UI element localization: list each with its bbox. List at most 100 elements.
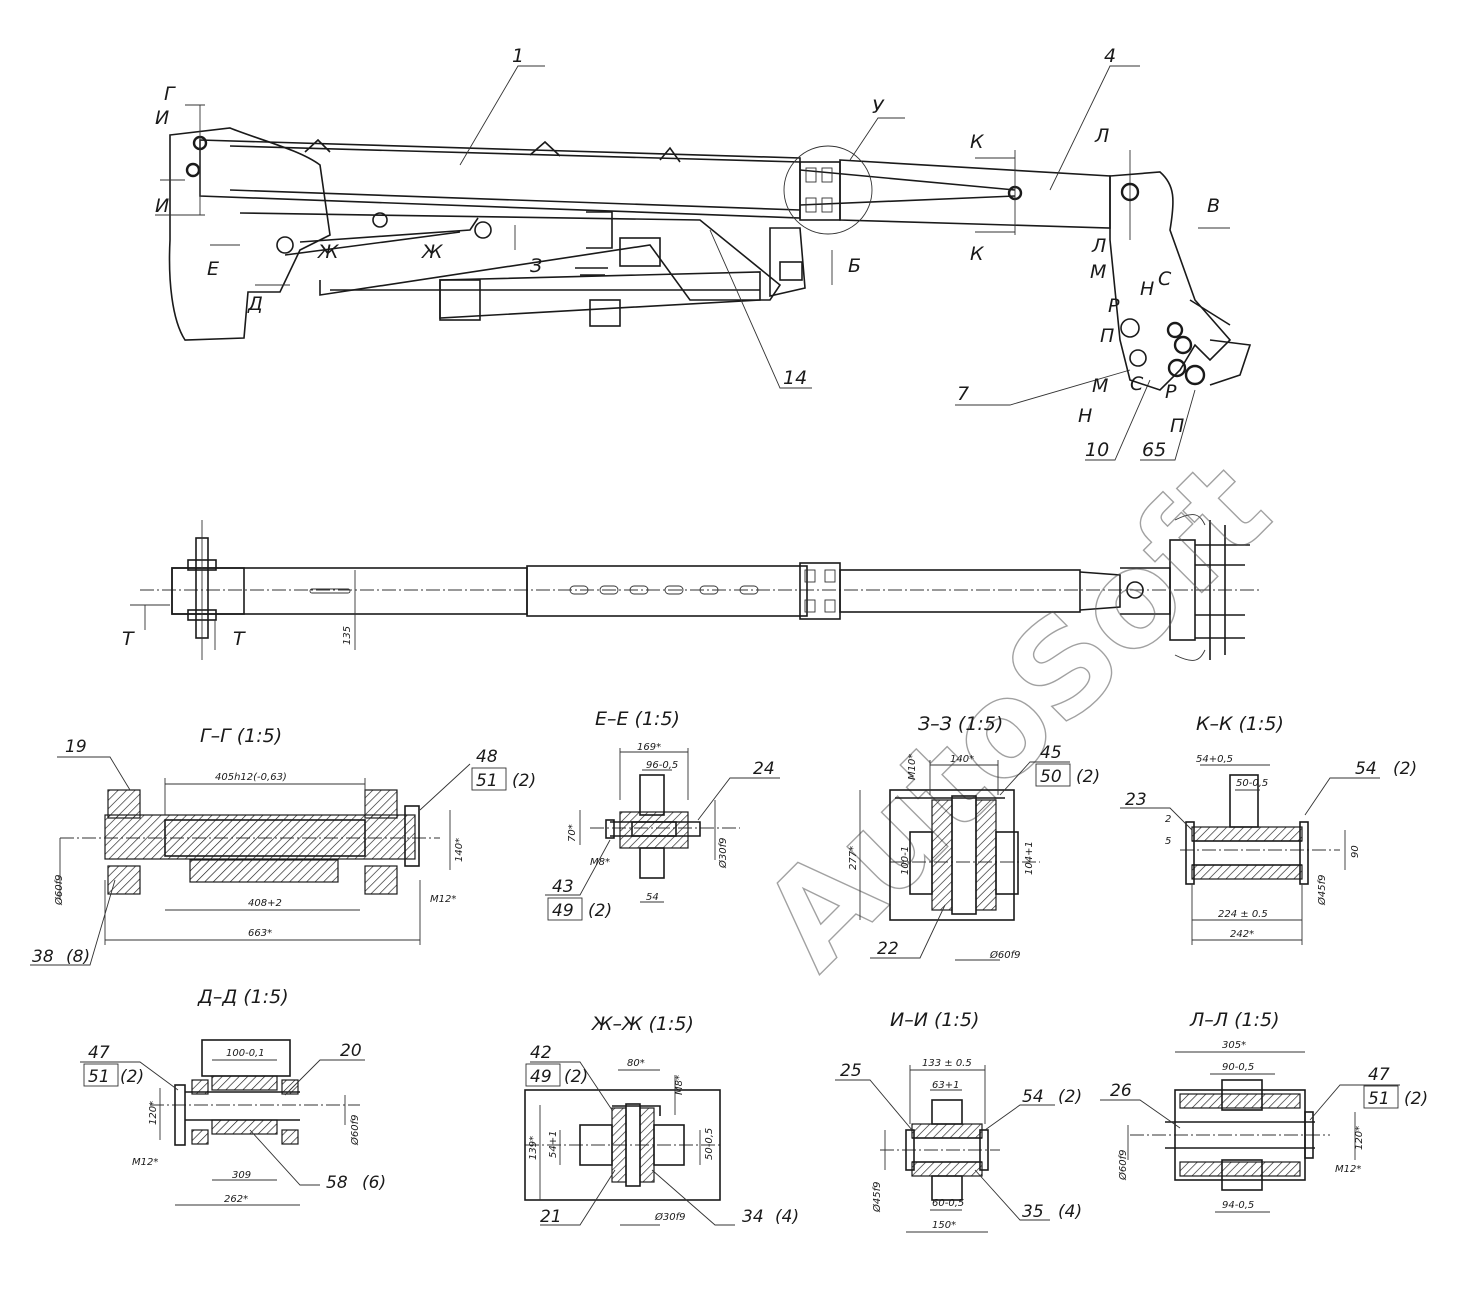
section-T-left: Т [122,628,135,650]
qty-49-ee: (2) [588,901,612,921]
elevation-view [155,65,1252,461]
ll-dim-94: 94-0,5 [1222,1200,1254,1211]
kk-dim-phi: Ø45f9 [1316,875,1328,906]
section-K-top: К [970,131,985,153]
callout-48: 48 [476,747,498,767]
callout-58: 58 [326,1173,348,1193]
section-N-top: Н [1140,278,1154,300]
ll-dim-305: 305* [1222,1040,1246,1051]
qty-38: (8) [66,947,90,967]
jj-dim-54: 54+1 [548,1131,559,1158]
kk-dim-5: 5 [1165,836,1171,847]
callout-49-jj: 49 [530,1067,552,1087]
view-gg-title: Г–Г (1:5) [200,725,282,747]
section-Z: З [530,255,542,277]
callout-20: 20 [340,1041,362,1061]
jj-dim-80: 80* [627,1058,645,1069]
ll-dim-m12: M12* [1335,1164,1361,1175]
ee-dim-169: 169* [637,742,661,753]
callout-34: 34 [742,1207,764,1227]
ii-dim-phi: Ø45f9 [871,1182,883,1213]
ll-dim-phi: Ø60f9 [1117,1150,1129,1181]
ee-dim-54: 54 [646,892,659,903]
view-ll-title: Л–Л (1:5) [1189,1009,1280,1031]
callout-4: 4 [1104,45,1116,67]
gg-dim-405: 405h12(-0,63) [215,772,287,783]
callout-45: 45 [1040,743,1062,763]
qty-35: (4) [1058,1202,1082,1222]
callout-38: 38 [32,947,54,967]
qty-50: (2) [1076,767,1100,787]
callout-51-ll: 51 [1368,1089,1390,1109]
qty-54-kk: (2) [1393,759,1417,779]
view-zz-title: З–З (1:5) [918,713,1003,735]
callout-43: 43 [552,877,574,897]
callout-47-dd: 47 [88,1043,110,1063]
qty-49-jj: (2) [564,1067,588,1087]
ee-dim-96: 96-0,5 [646,760,678,771]
plan-view: Т Т 135 [122,514,1260,661]
callout-21: 21 [540,1207,562,1227]
section-E: Е [207,258,219,280]
callout-22: 22 [877,939,899,959]
section-T-right: Т [233,628,246,650]
view-kk-title: К–К (1:5) [1196,713,1284,735]
callout-1: 1 [512,45,524,67]
section-L-bottom: Л [1091,235,1106,257]
section-P-bottom: П [1170,415,1184,437]
view-dd-title: Д–Д (1:5) [197,986,289,1008]
callout-42: 42 [530,1043,552,1063]
kk-dim-50: 50-0,5 [1236,778,1268,789]
qty-54-ii: (2) [1058,1087,1082,1107]
section-G: Г [164,83,176,105]
dd-dim-phi: Ø60f9 [349,1115,361,1146]
ee-dim-70: 70* [567,824,578,842]
section-R-bottom: Р [1165,381,1177,403]
callout-54-kk: 54 [1355,759,1377,779]
view-ii: И–И (1:5) 25 54 (2) 35 (4) 133 ± 0.5 63+… [835,1009,1082,1233]
section-D: Д [247,293,263,315]
callout-23: 23 [1125,790,1147,810]
section-B: Б [848,255,861,277]
callout-50: 50 [1040,767,1062,787]
zz-dim-277: 277* [848,846,859,870]
callout-10: 10 [1085,439,1109,461]
elevation-labels: 1 4 7 10 65 14 Г И И Е Д Ж Ж З Б У К К Л… [155,45,1220,461]
dd-dim-309: 309 [232,1170,251,1181]
gg-dim-m12: M12* [430,894,456,905]
qty-34: (4) [775,1207,799,1227]
section-ZH-1: Ж [317,241,340,263]
section-M-top: М [1090,261,1106,283]
ee-dim-phi: Ø30f9 [717,838,729,869]
view-ll: Л–Л (1:5) 26 47 51 (2) 305* 90-0,5 94-0,… [1100,1009,1428,1213]
jj-dim-50: 50-0,5 [704,1128,715,1160]
section-K-bottom: К [970,243,985,265]
callout-47-ll: 47 [1368,1065,1390,1085]
qty-51-dd: (2) [120,1067,144,1087]
zz-dim-phi: Ø60f9 [989,949,1020,961]
jj-dim-139: 139* [528,1136,539,1160]
view-ee-title: Е–Е (1:5) [595,708,680,730]
callout-65: 65 [1142,439,1166,461]
ee-dim-m8: M8* [590,857,610,868]
qty-51-gg: (2) [512,771,536,791]
callout-19: 19 [65,737,87,757]
kk-dim-2: 2 [1165,814,1171,825]
section-N-bottom: Н [1078,405,1092,427]
section-U: У [872,96,885,118]
zz-dim-104: 104+1 [1024,841,1035,875]
view-kk: К–К (1:5) 23 54 (2) 54+0,5 50-0,5 2 5 90… [1120,713,1417,945]
view-zz: З–З (1:5) 45 50 (2) 22 140* M10* 277* 10… [848,713,1100,961]
section-ZH-2: Ж [421,241,444,263]
qty-58: (6) [362,1173,386,1193]
dd-dim-120: 120* [148,1101,159,1125]
kk-dim-242: 242* [1230,929,1254,940]
ii-dim-150: 150* [932,1220,956,1231]
callout-14: 14 [783,367,807,389]
zz-dim-140: 140* [950,754,974,765]
section-L-top: Л [1094,125,1109,147]
zz-dim-m10: M10* [907,754,918,780]
callout-51-gg: 51 [476,771,498,791]
jj-dim-m8: M8* [674,1075,685,1095]
section-R-top: Р [1108,295,1120,317]
